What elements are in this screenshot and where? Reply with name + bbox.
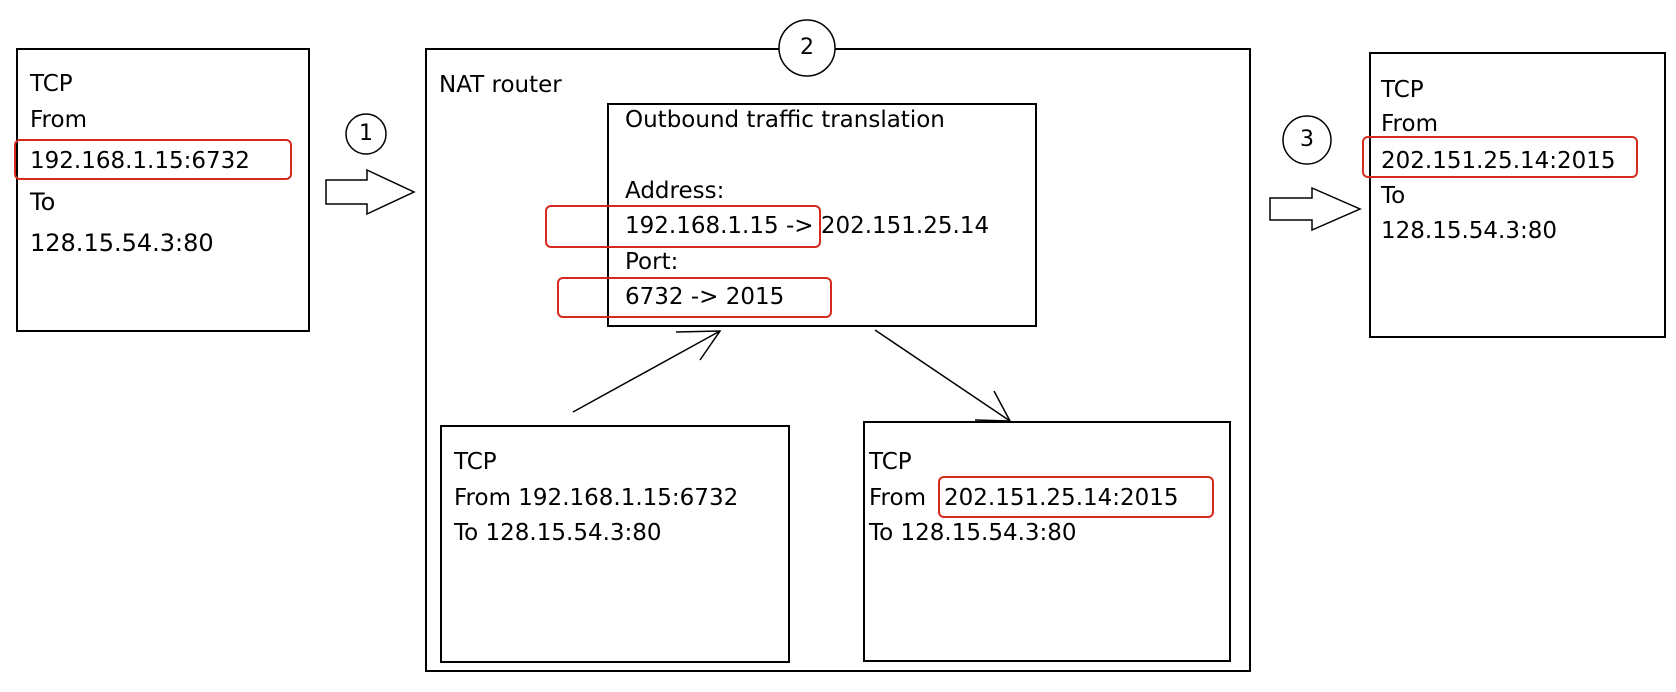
translation-table-box <box>607 103 1037 327</box>
post-translation-from-highlight <box>938 476 1214 518</box>
step-1-arrow <box>325 168 416 216</box>
address-highlight <box>545 205 821 248</box>
outgoing-from-value: 202.151.25.14:2015 <box>1381 148 1616 174</box>
incoming-from-value: 192.168.1.15:6732 <box>30 148 250 174</box>
rewrite-arrow <box>874 329 1012 422</box>
pre-translation-from: From 192.168.1.15:6732 <box>454 485 739 511</box>
translation-port-value: 6732 -> 2015 <box>625 284 785 310</box>
incoming-packet-box <box>16 48 310 332</box>
lookup-arrow <box>572 330 722 413</box>
nat-router-title: NAT router <box>439 72 562 98</box>
incoming-to-label: To <box>30 188 56 216</box>
incoming-from-label: From <box>30 107 87 133</box>
translation-port-label: Port: <box>625 249 679 275</box>
outgoing-protocol: TCP <box>1381 77 1424 103</box>
outgoing-to-value: 128.15.54.3:80 <box>1381 218 1558 244</box>
port-highlight <box>557 277 832 318</box>
outgoing-packet-box <box>1369 52 1666 338</box>
outgoing-to-label: To <box>1381 183 1406 209</box>
incoming-protocol: TCP <box>30 71 73 97</box>
incoming-to-value: 128.15.54.3:80 <box>30 229 214 257</box>
outgoing-from-label: From <box>1381 111 1438 137</box>
post-translation-from-value: 202.151.25.14:2015 <box>944 485 1179 511</box>
pre-translation-to: To 128.15.54.3:80 <box>454 520 662 546</box>
translation-address-value: 192.168.1.15 -> 202.151.25.14 <box>625 213 990 239</box>
post-translation-packet-box <box>863 421 1231 662</box>
post-translation-from-label: From <box>869 485 926 511</box>
step-3-circle <box>1282 115 1332 165</box>
pre-translation-packet-box <box>440 425 790 663</box>
step-3-number: 3 <box>1300 127 1314 152</box>
translation-address-label: Address: <box>625 178 725 204</box>
outgoing-from-highlight <box>1362 136 1638 178</box>
post-translation-protocol: TCP <box>869 449 912 475</box>
step-1-circle <box>345 113 387 155</box>
translation-title: Outbound traffic translation <box>625 107 945 133</box>
step-2-circle <box>778 19 836 77</box>
post-translation-to: To 128.15.54.3:80 <box>869 520 1077 546</box>
step-1-number: 1 <box>359 121 373 146</box>
pre-translation-protocol: TCP <box>454 449 497 475</box>
incoming-from-highlight <box>14 139 292 180</box>
step-2-number: 2 <box>800 35 814 60</box>
step-3-arrow <box>1269 186 1362 232</box>
